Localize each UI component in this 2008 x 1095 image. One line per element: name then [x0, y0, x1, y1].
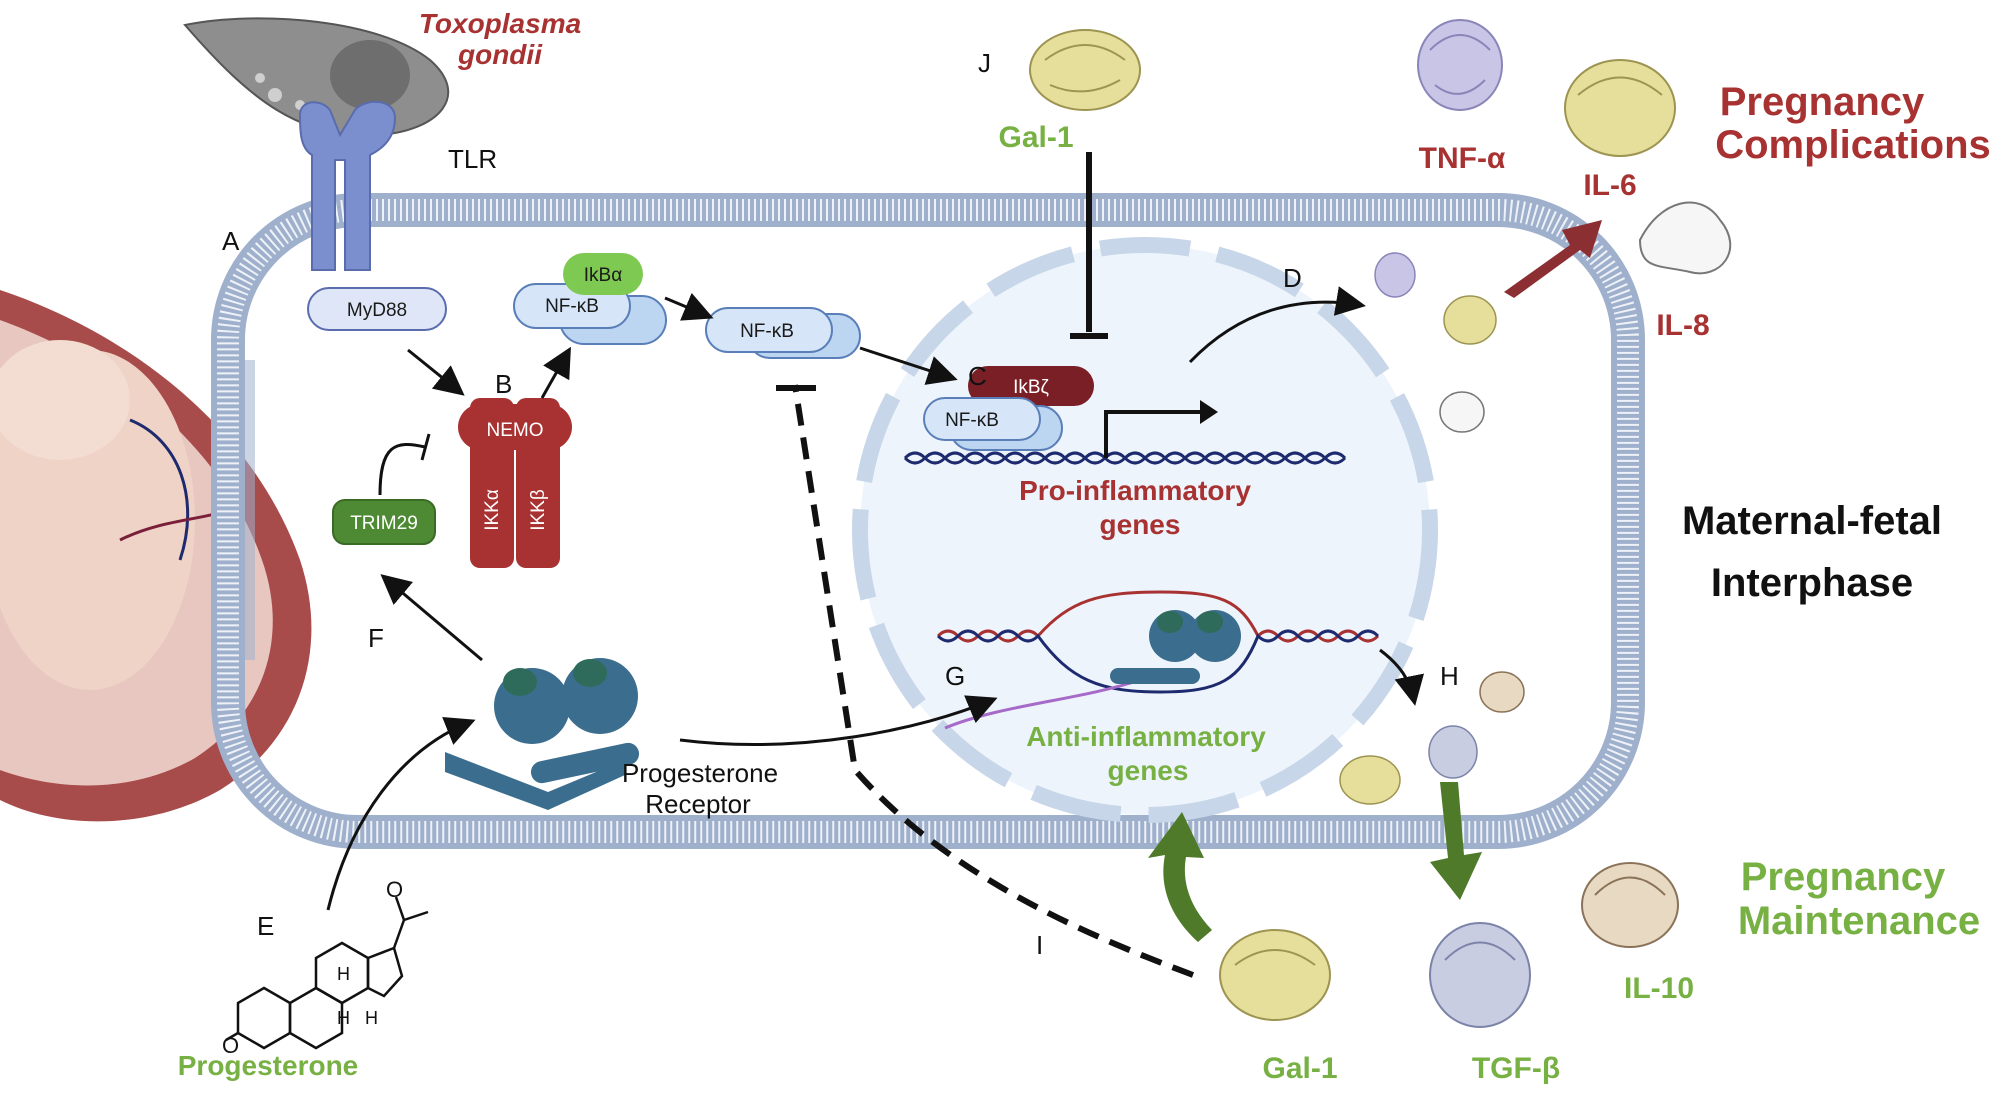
gal1-bottom-protein	[1219, 929, 1331, 1021]
step-label-a: A	[222, 226, 240, 256]
arrow-to-tgfb	[1430, 782, 1482, 900]
arrow-nfkb-nucleus	[859, 346, 958, 385]
arrow-nfkb-release	[664, 292, 714, 321]
arrow-g-pr-nucleus	[679, 695, 998, 746]
interphase-title-line1: Maternal-fetal	[1682, 499, 1942, 543]
arrow-d-secretion	[1188, 286, 1366, 364]
oxygen-label-2: O	[386, 877, 403, 902]
tnfa-label: TNF-α	[1419, 142, 1506, 175]
step-label-c: C	[968, 361, 987, 391]
ikba-label: IkBα	[584, 265, 622, 286]
step-label-e: E	[257, 911, 274, 941]
ikkb-label: IKKβ	[528, 489, 549, 531]
tnfa-protein	[1417, 19, 1503, 111]
pro-inflammatory-label-line2: genes	[1100, 509, 1181, 540]
nfkb-ikba-complex: NF-κB IkBα	[513, 253, 667, 345]
trim29-label: TRIM29	[350, 513, 418, 534]
progesterone-receptor	[445, 658, 640, 810]
arrow-gal1-anti	[1148, 812, 1212, 942]
dna-pro-inflammatory	[903, 451, 1347, 465]
pathway-arrows	[326, 286, 1424, 911]
il6-label: IL-6	[1583, 169, 1636, 202]
tgfb-protein	[1429, 922, 1531, 1028]
complications-title-line1: Pregnancy	[1720, 80, 1925, 124]
secreted-anti-cytokines	[1339, 671, 1525, 805]
transcription-start-arrow	[1104, 400, 1218, 458]
trim29-node: TRIM29	[332, 499, 436, 545]
il8-label: IL-8	[1656, 309, 1709, 342]
tlr-receptor	[298, 100, 397, 271]
inhibition-lines	[378, 152, 1195, 978]
ikbz-label: IkBζ	[1013, 377, 1049, 398]
nfkb-label-2: NF-κB	[740, 321, 794, 342]
oxygen-label-1: O	[222, 1033, 239, 1058]
thick-arrows	[1148, 220, 1602, 942]
organism-label-line2: gondii	[457, 39, 543, 70]
step-label-i: I	[1036, 930, 1043, 960]
arrow-myd88-nemo	[407, 348, 465, 396]
hydrogen-label-3: H	[337, 964, 350, 984]
interphase-title-line2: Interphase	[1711, 561, 1913, 605]
gal1-top-protein	[1029, 29, 1141, 111]
anti-inflammatory-label-line1: Anti-inflammatory	[1026, 721, 1266, 752]
step-label-f: F	[368, 623, 384, 653]
tlr-label: TLR	[448, 144, 497, 174]
secreted-pro-cytokines	[1374, 252, 1497, 433]
arrow-nemo-nfkb	[540, 346, 571, 399]
arrow-e-progesterone	[326, 717, 476, 911]
arrow-h-secretion	[1379, 648, 1424, 706]
gal1-bottom-label: Gal-1	[1262, 1052, 1337, 1085]
progesterone-label: Progesterone	[178, 1050, 359, 1081]
il6-protein	[1564, 59, 1676, 157]
cell-membrane	[211, 193, 1645, 849]
pr-bound-dna	[1110, 610, 1241, 684]
pr-label-line1: Progesterone	[622, 758, 778, 788]
pr-label-line2: Receptor	[645, 789, 751, 819]
inhibit-trim29-nemo	[378, 443, 426, 496]
myd88-node: MyD88	[307, 287, 447, 331]
step-label-j: J	[978, 48, 991, 78]
hydrogen-label-2: H	[365, 1008, 378, 1028]
progesterone-molecule	[225, 896, 429, 1050]
step-label-h: H	[1440, 661, 1459, 691]
pro-inflammatory-label-line1: Pro-inflammatory	[1019, 475, 1251, 506]
complications-title-line2: Complications	[1715, 123, 1991, 167]
ikka-label: IKKα	[482, 489, 503, 531]
il10-label: IL-10	[1624, 972, 1694, 1005]
il8-protein	[1638, 201, 1732, 275]
il10-protein	[1581, 862, 1679, 948]
inhibit-gal1-nfkb	[792, 384, 1195, 978]
fetus-illustration	[0, 290, 312, 822]
maintenance-title-line1: Pregnancy	[1741, 855, 1946, 899]
anti-inflammatory-label-line2: genes	[1108, 755, 1189, 786]
step-label-g: G	[945, 661, 965, 691]
gal1-top-label: Gal-1	[998, 121, 1073, 154]
nfkb-free-node: NF-κB	[705, 307, 861, 359]
organism-label-line1: Toxoplasma	[419, 8, 581, 39]
myd88-label: MyD88	[347, 300, 407, 321]
tgfb-label: TGF-β	[1472, 1052, 1560, 1085]
nuclear-nfkb-complex: IkBζ NF-κB	[923, 366, 1094, 451]
nemo-label: NEMO	[487, 420, 544, 441]
hydrogen-label-1: H	[337, 1008, 350, 1028]
step-label-d: D	[1283, 263, 1302, 293]
nfkb-label-1: NF-κB	[545, 296, 599, 317]
maintenance-title-line2: Maintenance	[1738, 899, 1980, 943]
nfkb-label-3: NF-κB	[945, 410, 999, 431]
ikk-complex: NEMO IKKα IKKβ	[458, 398, 572, 568]
arrow-to-complications	[1504, 220, 1602, 298]
arrow-f-trim29	[380, 574, 483, 662]
step-label-b: B	[495, 369, 512, 399]
